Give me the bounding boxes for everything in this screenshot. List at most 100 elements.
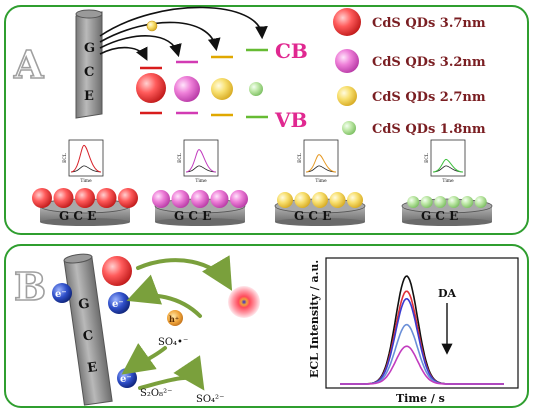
surface-qd	[96, 188, 117, 208]
electron-label-3: e⁻	[120, 374, 132, 385]
small-qd-icon	[146, 20, 158, 32]
qd-red-large	[136, 73, 166, 103]
mini-ecl-plot	[430, 139, 466, 177]
electron-on-qd	[108, 292, 130, 314]
surface-qd	[294, 192, 311, 208]
ecl-emission-icon	[228, 286, 260, 318]
mini-ecl-curve	[70, 144, 102, 173]
cb-levels	[140, 48, 268, 70]
surface-qd	[152, 190, 170, 208]
legend-text-3: CdS QDs 2.7nm	[372, 90, 486, 105]
chart-plot-area	[325, 257, 519, 389]
panel-b-label: B	[14, 264, 46, 309]
qd-pink	[174, 76, 200, 102]
mini-ecl-xlabel: Time	[315, 178, 327, 184]
surface-qd	[32, 188, 52, 208]
electrode-group-1: G C E ECL Time	[32, 139, 138, 226]
so4-radical-label: SO₄•⁻	[158, 337, 188, 348]
persulfate-label: S₂O₈²⁻	[140, 388, 172, 399]
gce-electrode-b: G C E	[63, 253, 113, 406]
qd-yellow	[211, 78, 233, 100]
mini-ecl-ylabel: ECL	[424, 153, 430, 163]
electron-label-1: e⁻	[55, 289, 67, 300]
surface-qd	[420, 196, 433, 208]
mini-ecl-curve	[70, 165, 102, 173]
arrow-to-level-4	[99, 6, 268, 40]
electrode-base-bottom	[155, 218, 245, 226]
surface-qd	[118, 188, 138, 208]
qd-particle-b	[102, 256, 132, 286]
electrode-base-text: G C E	[294, 209, 331, 223]
electron-label-2: e⁻	[112, 299, 124, 310]
legend-swatch-yellow	[337, 86, 357, 106]
ecl-series-line-5	[340, 345, 504, 385]
arrow-persulfate	[138, 355, 205, 391]
surface-qd	[230, 190, 248, 208]
electrode-b-letter-e: E	[86, 360, 98, 376]
arrow-reduction	[126, 274, 202, 318]
surface-qd	[53, 188, 74, 208]
electrode-base-text: G C E	[421, 209, 458, 223]
electrode-letter-g: G	[84, 41, 95, 56]
mini-ecl-curve	[432, 165, 464, 173]
electrode-base-bottom	[275, 218, 365, 226]
mini-ecl-xlabel: Time	[442, 178, 454, 184]
mini-ecl-curve	[185, 165, 217, 173]
electrode-base-text: G C E	[174, 209, 211, 223]
electrode-letter-e: E	[84, 89, 94, 104]
legend-text-2: CdS QDs 3.2nm	[372, 55, 486, 70]
panel-a-frame	[4, 5, 529, 235]
surface-qd	[329, 192, 346, 208]
surface-qd	[191, 190, 209, 208]
sulfate-label: SO₄²⁻	[196, 394, 224, 405]
mini-ecl-ylabel: ECL	[62, 153, 68, 163]
electrode-group-2: G C E ECL Time	[152, 139, 248, 226]
surface-qd	[447, 196, 460, 208]
mini-ecl-ylabel: ECL	[177, 153, 183, 163]
cb-label: CB	[275, 39, 308, 63]
legend-swatch-red	[333, 8, 361, 36]
surface-qd	[347, 192, 363, 208]
mini-ecl-curve	[432, 158, 464, 173]
electrode-group-4: G C E ECL Time	[401, 139, 493, 226]
mini-ecl-xlabel: Time	[80, 178, 92, 184]
legend-swatch-green	[342, 121, 356, 135]
arrow-to-level-1	[99, 46, 148, 61]
surface-qd	[75, 188, 95, 208]
arrow-to-level-2	[99, 35, 182, 58]
chart-x-axis-label: Time / s	[396, 392, 445, 405]
electrode-base-bottom	[40, 218, 130, 226]
mini-ecl-xlabel: Time	[195, 178, 207, 184]
surface-qd	[210, 190, 229, 208]
surface-qd	[461, 196, 474, 208]
chart-series-group	[340, 275, 504, 385]
legend-text-4: CdS QDs 1.8nm	[372, 122, 486, 137]
size-legend: CdS QDs 3.7nm CdS QDs 3.2nm CdS QDs 2.7n…	[333, 8, 486, 137]
arrow-to-level-3	[99, 21, 221, 52]
chart-y-axis-label: ECL Intensity / a.u.	[308, 260, 321, 378]
electron-transfer-arrows	[99, 6, 268, 61]
arrow-radical	[121, 343, 167, 375]
panel-b-frame	[4, 244, 529, 408]
surface-qd	[407, 196, 420, 208]
electrode-b-letter-g: G	[77, 296, 90, 312]
ecl-intensity-chart: ECL Intensity / a.u. Time / s DA	[308, 257, 519, 405]
mini-ecl-ylabel: ECL	[297, 153, 303, 163]
surface-qd	[434, 196, 447, 208]
electrode-b-letter-c: C	[82, 328, 94, 344]
qd-green	[249, 82, 263, 96]
electrode-group-3: G C E ECL Time	[274, 139, 366, 226]
legend-swatch-pink	[335, 49, 359, 73]
surface-qd	[277, 192, 293, 208]
electrode-base-bottom	[402, 218, 492, 226]
vb-levels	[140, 111, 268, 119]
gce-electrode-a: G C E	[75, 9, 103, 119]
chart-annotation-da: DA	[438, 287, 457, 300]
mini-ecl-curve	[305, 154, 337, 173]
electrode-base-text: G C E	[59, 209, 96, 223]
surface-qd	[312, 192, 328, 208]
hole-label: h⁺	[169, 314, 179, 324]
arrow-qd-to-emission	[136, 255, 233, 291]
